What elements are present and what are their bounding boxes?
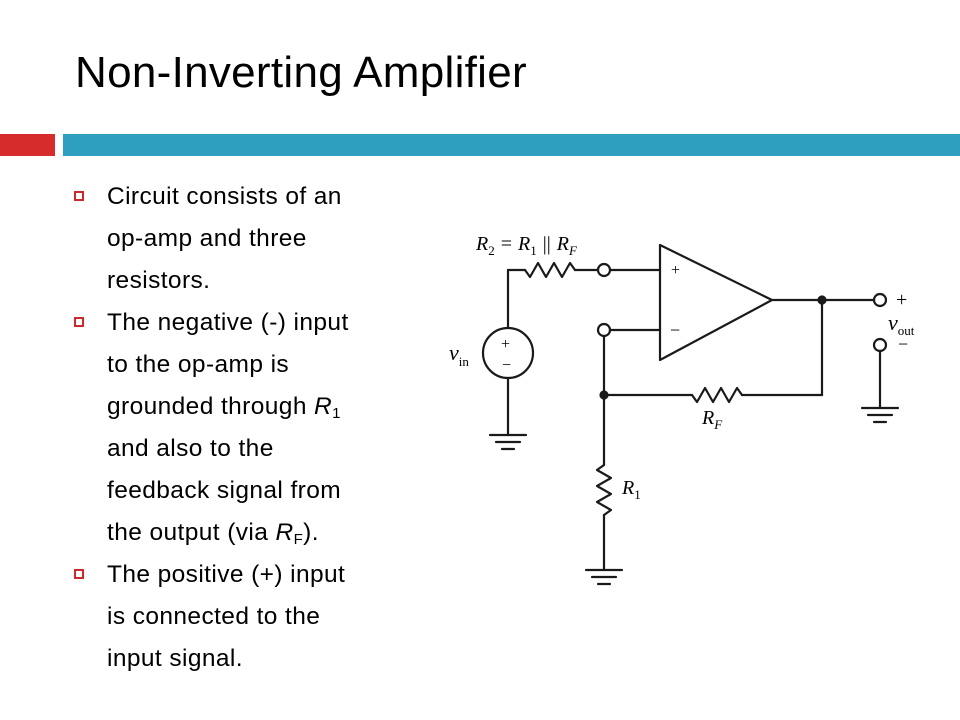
r1-resistor: [595, 463, 613, 517]
bullet-item-2: The negative (-) input to the op-amp is …: [74, 302, 434, 554]
bullet-square-icon: [74, 317, 84, 327]
bullet-square-icon: [74, 569, 84, 579]
bullet-item-1: Circuit consists of an op-amp and three …: [74, 176, 434, 302]
bullet-3-line-1: The positive (+) input: [107, 561, 346, 588]
vin-label: vin: [449, 340, 469, 369]
bullet-item-3: The positive (+) input is connected to t…: [74, 554, 434, 680]
output-terminal-plus: [872, 292, 888, 308]
source-plus-sign: +: [501, 336, 510, 353]
output-minus-sign: −: [898, 334, 908, 354]
noninverting-input-terminal: [596, 262, 612, 278]
inverting-input-terminal: [596, 322, 612, 338]
source-minus-sign: −: [502, 357, 511, 374]
bullet-1-line-3: resistors.: [107, 267, 211, 294]
bullet-2-line-5: feedback signal from: [107, 477, 342, 504]
bullet-3-line-2: is connected to the: [107, 603, 321, 630]
bullet-2-line-2: to the op-amp is: [107, 351, 290, 378]
output-terminal-minus: [872, 337, 888, 353]
opamp-plus-sign: +: [671, 262, 680, 279]
slide-title: Non-Inverting Amplifier: [75, 48, 527, 97]
bullet-list: Circuit consists of an op-amp and three …: [74, 176, 434, 680]
bullet-square-icon: [74, 191, 84, 201]
output-plus-sign: +: [896, 289, 907, 311]
title-accent-bar-red: [0, 134, 55, 156]
opamp-triangle: [658, 243, 774, 362]
title-accent-bar-blue: [63, 134, 960, 156]
r2-equation-label: R2=R1||RF: [475, 233, 578, 258]
bullet-1-line-2: op-amp and three: [107, 225, 307, 252]
r2-resistor: [523, 261, 577, 279]
bullet-2-line-3: grounded through R1: [107, 393, 341, 422]
r1-label: R1: [621, 477, 641, 502]
bullet-3-line-3: input signal.: [107, 645, 243, 672]
bullet-2-line-4: and also to the: [107, 435, 274, 462]
bullet-1-line-1: Circuit consists of an: [107, 183, 342, 210]
bullet-2-line-1: The negative (-) input: [107, 309, 349, 336]
opamp-minus-sign: −: [670, 320, 680, 340]
rf-resistor: [690, 386, 744, 404]
non-inverting-amplifier-circuit: + − + − R2=R1||RF vin + vout − RF R1: [449, 233, 915, 586]
bullet-2-line-6: the output (via RF).: [107, 519, 319, 548]
rf-label: RF: [701, 407, 723, 432]
vout-label: vout: [888, 310, 915, 338]
